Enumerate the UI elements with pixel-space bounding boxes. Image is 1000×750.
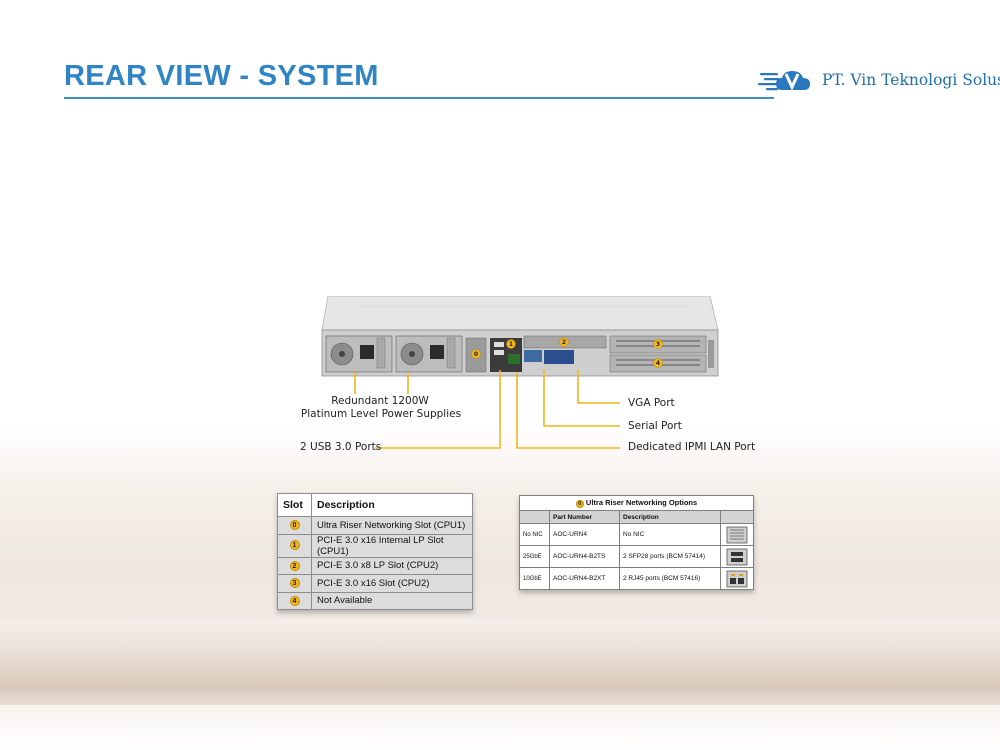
- nic-description: 2 SFP28 ports (BCM 57414): [619, 545, 721, 568]
- serial-port-label: Serial Port: [628, 420, 682, 432]
- net-description-header: Description: [619, 510, 721, 524]
- chassis-badge-4-label: 4: [656, 360, 660, 367]
- chassis-badge-2: [559, 337, 569, 347]
- nic-type: 25GbE: [519, 545, 550, 568]
- nic-part-number: AOC-URN4-B2XT: [549, 567, 620, 590]
- description-header: Description: [311, 493, 473, 517]
- table-row: 0 Ultra Riser Networking Slot (CPU1): [277, 516, 473, 535]
- slot-badge-1: 1: [289, 540, 300, 551]
- slot-badge-0: 0: [289, 520, 300, 531]
- chassis-badge-2-label: 2: [562, 339, 566, 346]
- blank-riser-icon: [726, 526, 748, 543]
- slot-badge-2: 2: [289, 560, 300, 571]
- image-header: [720, 510, 754, 524]
- slot-badge-4: 4: [289, 595, 300, 606]
- chassis-badge-4: [653, 358, 663, 368]
- server-chassis-rear: 0 1 2 3 4: [321, 296, 719, 377]
- power-supplies-label-line2: Platinum Level Power Supplies: [300, 408, 462, 420]
- table-row: 3 PCI-E 3.0 x16 Slot (CPU2): [277, 574, 473, 593]
- nic-type: 10GbE: [519, 567, 550, 590]
- nic-type: No NIC: [519, 523, 550, 546]
- slot-description: Not Available: [311, 591, 473, 610]
- slot-description: Ultra Riser Networking Slot (CPU1): [311, 516, 473, 535]
- networking-options-table: 0 Ultra Riser Networking Options Part Nu…: [519, 495, 754, 590]
- table-row: 2 PCI-E 3.0 x8 LP Slot (CPU2): [277, 556, 473, 575]
- ipmi-lan-port-label: Dedicated IPMI LAN Port: [628, 441, 756, 453]
- nic-part-number: AOC-URN4: [549, 523, 620, 546]
- chassis-badge-1-label: 1: [509, 341, 513, 348]
- slot-description: PCI-E 3.0 x16 Slot (CPU2): [311, 574, 473, 593]
- part-number-header: Part Number: [549, 510, 620, 524]
- usb-ports-label: 2 USB 3.0 Ports: [300, 441, 382, 453]
- nic-description: 2 RJ45 ports (BCM 57416): [619, 567, 721, 590]
- background-floor: [0, 620, 1000, 710]
- chassis-badge-0: [471, 349, 481, 359]
- slot-badge-3: 3: [289, 578, 300, 589]
- table-row: 10GbE AOC-URN4-B2XT 2 RJ45 ports (BCM 57…: [519, 567, 754, 590]
- networking-caption-text: Ultra Riser Networking Options: [585, 498, 698, 508]
- networking-table-caption: 0 Ultra Riser Networking Options: [519, 495, 754, 511]
- chassis-badge-0-label: 0: [474, 351, 478, 358]
- power-supply-1: [325, 335, 393, 373]
- slot-description: PCI-E 3.0 x8 LP Slot (CPU2): [311, 556, 473, 575]
- nic-part-number: AOC-URN4-B2TS: [549, 545, 620, 568]
- power-supply-2: [395, 335, 463, 373]
- rj45-ports-icon: [726, 570, 748, 587]
- sfp28-ports-icon: [726, 548, 748, 565]
- background-bottom: [0, 705, 1000, 750]
- table-row: 1 PCI-E 3.0 x16 Internal LP Slot (CPU1): [277, 533, 473, 558]
- company-logo-icon: [758, 71, 810, 91]
- power-supplies-label-line1: Redundant 1200W: [331, 395, 429, 407]
- table-row: 4 Not Available: [277, 591, 473, 610]
- chassis-badge-3-label: 3: [656, 341, 660, 348]
- slot-table: Slot Description 0 Ultra Riser Networkin…: [277, 493, 473, 610]
- networking-caption-badge: 0: [575, 499, 584, 508]
- slot-description: PCI-E 3.0 x16 Internal LP Slot (CPU1): [311, 533, 473, 558]
- nic-description: No NIC: [619, 523, 721, 546]
- company-name: PT. Vin Teknologi Solusi: [822, 71, 1000, 89]
- table-row: No NIC AOC-URN4 No NIC: [519, 523, 754, 546]
- serial-callout-line: [543, 370, 620, 427]
- networking-options-table-wrap: 0 Ultra Riser Networking Options Part Nu…: [519, 495, 754, 590]
- title-underline: [64, 97, 774, 99]
- chassis-badge-1: [506, 339, 516, 349]
- vga-port-label: VGA Port: [628, 397, 675, 409]
- chassis-badge-3: [653, 339, 663, 349]
- slot-header: Slot: [277, 493, 312, 517]
- type-header: [519, 510, 550, 524]
- table-row: 25GbE AOC-URN4-B2TS 2 SFP28 ports (BCM 5…: [519, 545, 754, 568]
- page-title: REAR VIEW - SYSTEM: [64, 60, 379, 92]
